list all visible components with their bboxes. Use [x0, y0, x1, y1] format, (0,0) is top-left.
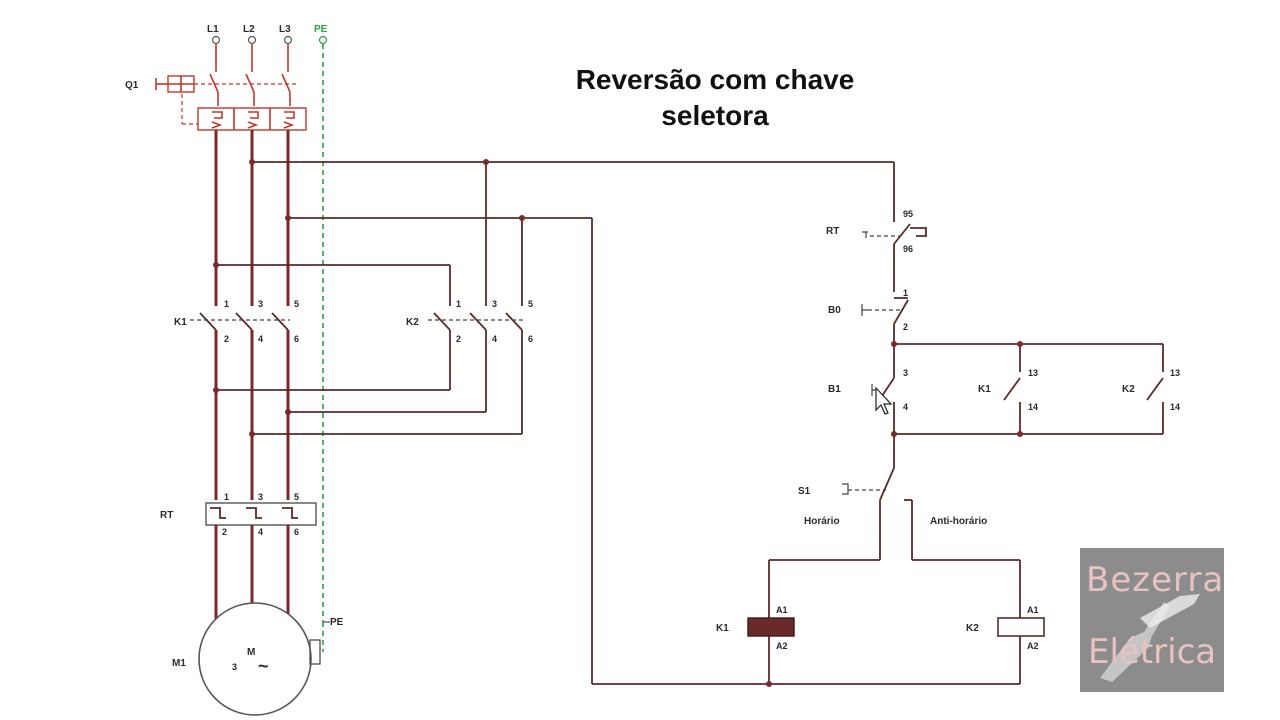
b1-t2: 4 — [903, 402, 908, 412]
rt-t6: 6 — [294, 527, 299, 537]
motor-phase: 3 — [232, 662, 237, 672]
k2-aux-t1: 13 — [1170, 368, 1180, 378]
coil-k2-a2: A2 — [1027, 641, 1039, 651]
k2-t5: 5 — [528, 299, 533, 309]
k2-t2: 2 — [456, 334, 461, 344]
terminal-l1 — [211, 35, 221, 45]
coil-k1-a1: A1 — [776, 605, 788, 615]
coil-k2-a1: A1 — [1027, 605, 1039, 615]
contactor-k1-power: K1 1 3 5 2 4 6 — [174, 299, 299, 344]
terminal-l3 — [283, 35, 293, 45]
k2-t6: 6 — [528, 334, 533, 344]
diagram-title: Reversão com chave seletora — [500, 62, 930, 134]
k1-t1: 1 — [224, 299, 229, 309]
coil-k2-label: K2 — [966, 623, 979, 634]
motor-m1: M1 M 3 ~ PE — [172, 602, 344, 716]
b0-label: B0 — [828, 305, 841, 316]
motor-symbol: M — [247, 647, 255, 658]
motor-label: M1 — [172, 658, 186, 669]
phase-label-l2: L2 — [243, 24, 255, 35]
k1-aux-t1: 13 — [1028, 368, 1038, 378]
phase-label-l1: L1 — [207, 24, 219, 35]
coil-k1-label: K1 — [716, 623, 729, 634]
cursor-icon — [875, 386, 893, 415]
coil-k2: K2 A1 A2 — [966, 605, 1045, 651]
k2-aux-label: K2 — [1122, 384, 1135, 395]
k1-t3: 3 — [258, 299, 263, 309]
coil-k1: K1 A1 A2 — [716, 605, 795, 651]
b0-t1: 1 — [903, 288, 908, 298]
breaker-label: Q1 — [125, 80, 139, 91]
rt-t5: 5 — [294, 492, 299, 502]
k1-t2: 2 — [224, 334, 229, 344]
motor-tilde: ~ — [258, 656, 269, 676]
k2-t4: 4 — [492, 334, 497, 344]
start-button-b1[interactable]: B1 3 4 — [828, 344, 908, 434]
rt-power-label: RT — [160, 510, 173, 521]
k1-t6: 6 — [294, 334, 299, 344]
s1-label: S1 — [798, 486, 811, 497]
stop-button-b0[interactable]: B0 1 2 — [828, 288, 909, 344]
overload-relay-rt: RT 1 3 5 2 4 6 — [160, 492, 317, 537]
breaker-q1: Q1 — [125, 44, 307, 131]
watermark-line-1: Bezerra — [1086, 560, 1224, 600]
b0-t2: 2 — [903, 322, 908, 332]
k1-aux-t2: 14 — [1028, 402, 1038, 412]
k1-t5: 5 — [294, 299, 299, 309]
b1-label: B1 — [828, 384, 841, 395]
rt-t1: 1 — [224, 492, 229, 502]
control-circuit: RT 95 96 B0 1 2 B1 — [592, 162, 1180, 685]
k1-power-label: K1 — [174, 317, 187, 328]
terminal-pe — [318, 35, 328, 45]
rt-t2: 2 — [222, 527, 227, 537]
k1-t4: 4 — [258, 334, 263, 344]
rt-t3: 3 — [258, 492, 263, 502]
rt-t4: 4 — [258, 527, 263, 537]
junction-dots — [213, 159, 1023, 687]
phase-label-l3: L3 — [279, 24, 291, 35]
title-line-1: Reversão com chave — [575, 64, 855, 95]
watermark-logo: Bezerra Elétrica — [1080, 548, 1224, 692]
k1-aux-contact: K1 13 14 — [978, 368, 1038, 412]
anti-horario-label: Anti-horário — [930, 516, 987, 527]
k2-t3: 3 — [492, 299, 497, 309]
k2-aux-contact: K2 13 14 — [1122, 368, 1180, 412]
rt-aux-contact: RT 95 96 — [826, 209, 927, 292]
watermark-line-2: Elétrica — [1088, 632, 1217, 672]
b1-t1: 3 — [903, 368, 908, 378]
title-line-2: seletora — [661, 100, 769, 131]
k2-power-label: K2 — [406, 317, 419, 328]
k2-t1: 1 — [456, 299, 461, 309]
k1-aux-label: K1 — [978, 384, 991, 395]
terminal-l2 — [247, 35, 257, 45]
rt-ctrl-t2: 96 — [903, 244, 913, 254]
coil-k1-a2: A2 — [776, 641, 788, 651]
phase-label-pe: PE — [314, 24, 328, 35]
contactor-k2-power: K2 1 3 5 2 4 6 — [406, 299, 533, 344]
power-circuit: L1 L2 L3 PE — [125, 24, 894, 716]
rt-ctrl-label: RT — [826, 226, 839, 237]
rt-ctrl-t1: 95 — [903, 209, 913, 219]
pe-label: PE — [330, 617, 344, 628]
wrench-icon — [1100, 594, 1200, 682]
k2-aux-t2: 14 — [1170, 402, 1180, 412]
horario-label: Horário — [804, 516, 840, 527]
selector-switch-s1[interactable]: S1 Horário Anti-horário — [798, 434, 987, 560]
